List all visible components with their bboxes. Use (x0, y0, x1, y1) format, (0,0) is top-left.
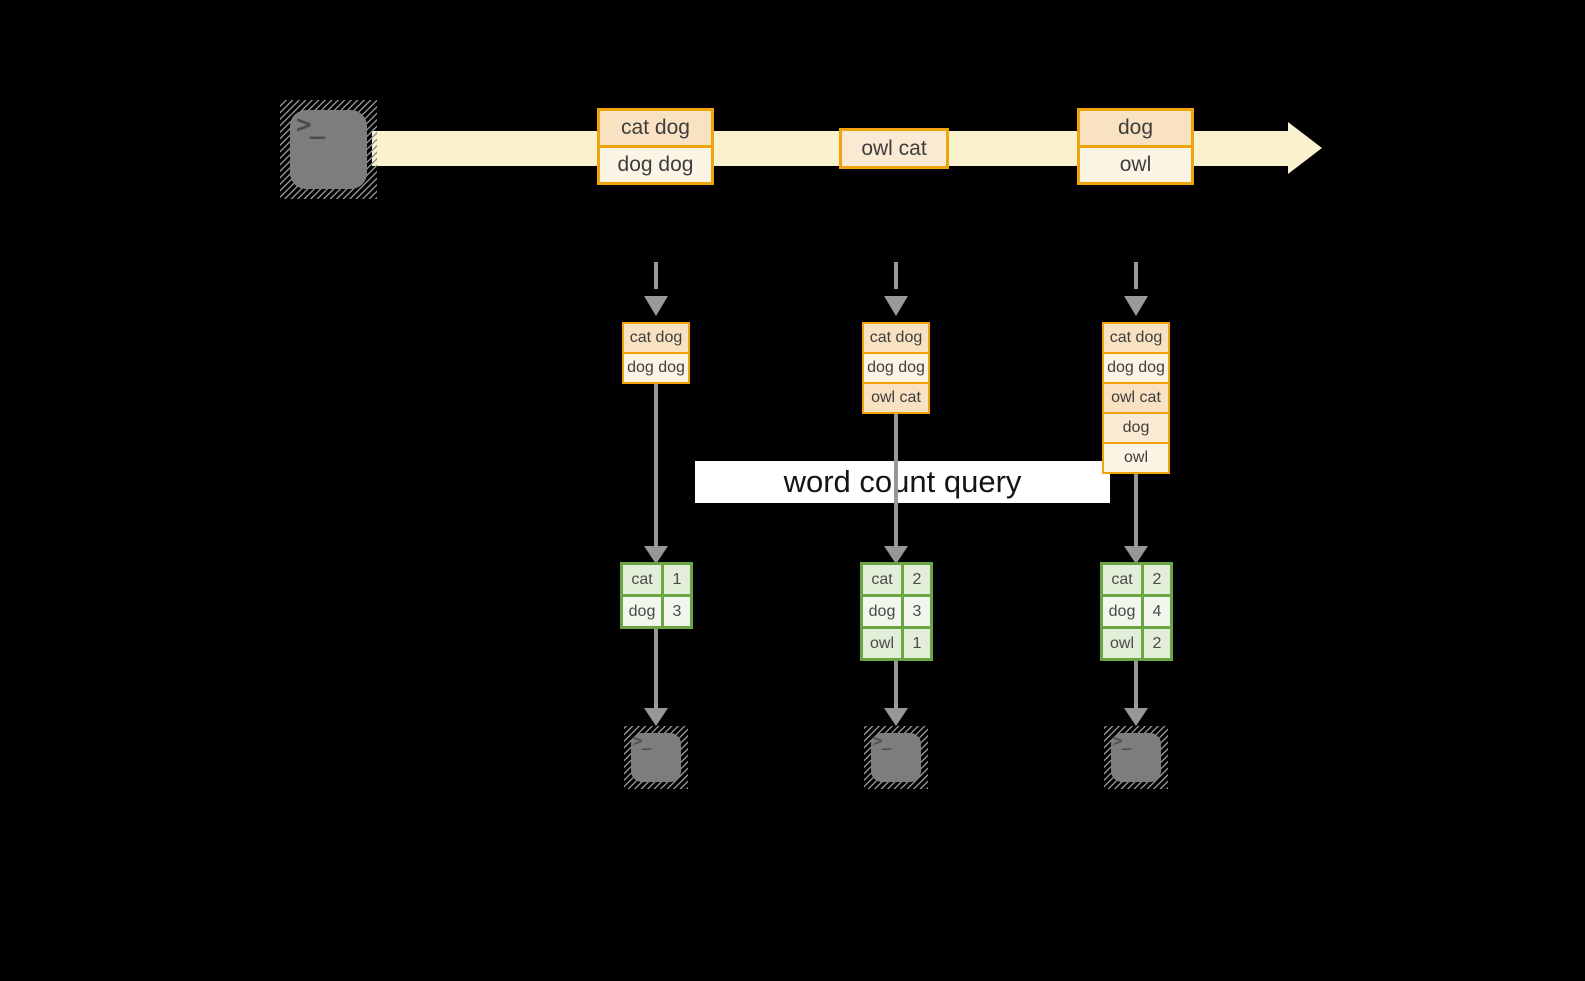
record-buffer: cat dog dog dog (622, 322, 690, 384)
buffer-row: owl cat (862, 382, 930, 414)
flow-arrowhead-icon (884, 546, 908, 564)
count-cell: 1 (664, 565, 690, 594)
word-cell: cat (623, 565, 661, 594)
stream-event-row: owl cat (839, 128, 949, 169)
flow-arrowhead-icon (1124, 708, 1148, 726)
terminal-prompt-icon: >_ (633, 731, 651, 750)
flow-arrow (654, 629, 658, 708)
buffer-row: cat dog (862, 322, 930, 354)
flow-arrowhead-icon (884, 708, 908, 726)
source-terminal-icon: >_ (280, 100, 377, 199)
count-cell: 4 (1144, 597, 1170, 626)
word-cell: owl (863, 629, 901, 658)
terminal-body (290, 110, 367, 189)
flow-arrowhead-icon (644, 708, 668, 726)
stream-event-row: owl (1077, 145, 1194, 185)
flow-arrow (654, 384, 658, 546)
count-cell: 3 (664, 597, 690, 626)
buffer-row: dog (1102, 412, 1170, 444)
terminal-body (631, 733, 681, 782)
count-cell: 3 (904, 597, 930, 626)
count-cell: 2 (1144, 629, 1170, 658)
word-count-table: cat 1 dog 3 (620, 562, 693, 629)
word-cell: owl (1103, 629, 1141, 658)
flow-arrow (1134, 661, 1138, 708)
record-buffer: cat dog dog dog owl cat dog owl (1102, 322, 1170, 474)
word-cell: dog (863, 597, 901, 626)
record-buffer: cat dog dog dog owl cat (862, 322, 930, 414)
terminal-prompt-icon: >_ (1113, 731, 1131, 750)
buffer-row: cat dog (622, 322, 690, 354)
terminal-body (871, 733, 921, 782)
word-count-table: cat 2 dog 3 owl 1 (860, 562, 933, 661)
dashed-arrowhead-icon (884, 296, 908, 316)
buffer-row: owl cat (1102, 382, 1170, 414)
buffer-row: owl (1102, 442, 1170, 474)
terminal-body (1111, 733, 1161, 782)
count-cell: 2 (1144, 565, 1170, 594)
buffer-row: dog dog (1102, 352, 1170, 384)
stream-event-row: cat dog (597, 108, 714, 148)
buffer-row: cat dog (1102, 322, 1170, 354)
flow-arrowhead-icon (1124, 546, 1148, 564)
stream-event-row: dog dog (597, 145, 714, 185)
stream-event-row: dog (1077, 108, 1194, 148)
buffer-row: dog dog (622, 352, 690, 384)
dashed-arrow (1134, 262, 1138, 289)
flow-arrow (1134, 474, 1138, 546)
dashed-arrow (654, 262, 658, 289)
word-count-table: cat 2 dog 4 owl 2 (1100, 562, 1173, 661)
word-cell: dog (1103, 597, 1141, 626)
dashed-arrowhead-icon (644, 296, 668, 316)
stream-event: dog owl (1077, 108, 1194, 185)
stream-arrowhead-icon (1288, 122, 1322, 174)
output-terminal-icon: >_ (624, 726, 688, 789)
count-cell: 1 (904, 629, 930, 658)
word-cell: cat (863, 565, 901, 594)
dashed-arrowhead-icon (1124, 296, 1148, 316)
output-terminal-icon: >_ (864, 726, 928, 789)
stream-event: cat dog dog dog (597, 108, 714, 185)
flow-arrow (894, 661, 898, 708)
count-cell: 2 (904, 565, 930, 594)
terminal-prompt-icon: >_ (296, 110, 325, 140)
dashed-arrow (894, 262, 898, 289)
flow-arrowhead-icon (644, 546, 668, 564)
stream-event: owl cat (839, 128, 949, 169)
flow-arrow (894, 414, 898, 546)
output-terminal-icon: >_ (1104, 726, 1168, 789)
word-cell: cat (1103, 565, 1141, 594)
word-cell: dog (623, 597, 661, 626)
buffer-row: dog dog (862, 352, 930, 384)
terminal-prompt-icon: >_ (873, 731, 891, 750)
query-banner: word count query (695, 461, 1110, 503)
